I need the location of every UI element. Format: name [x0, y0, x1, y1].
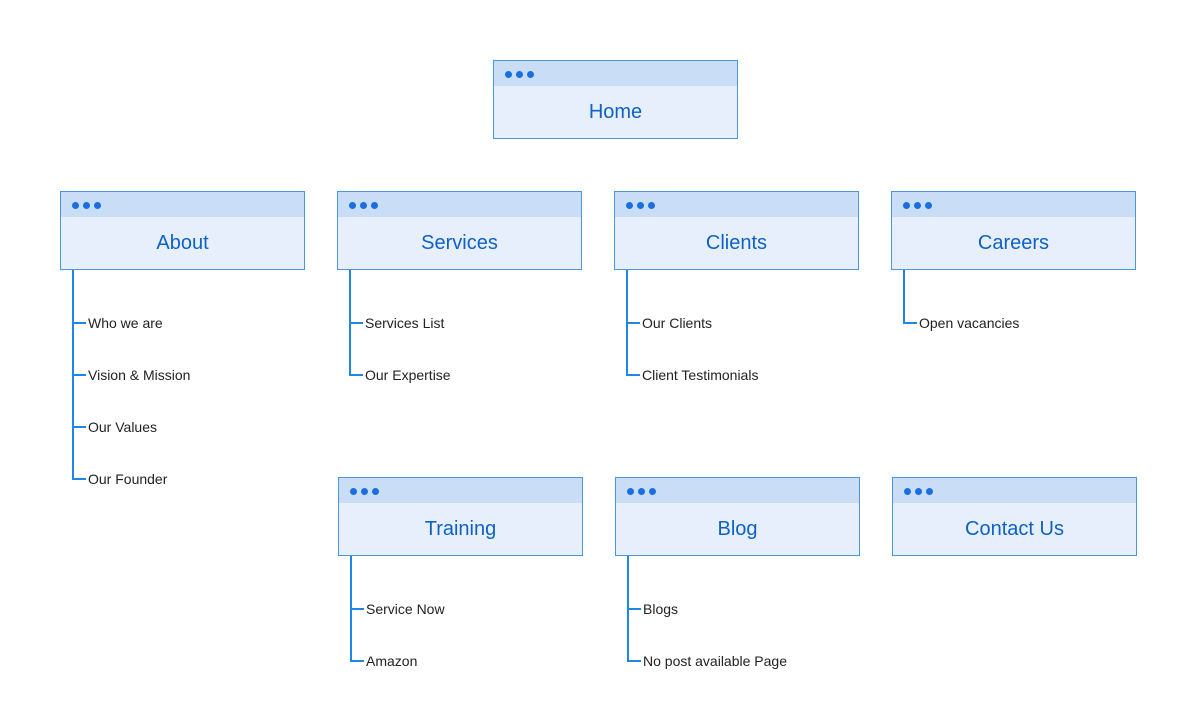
window-dot-icon [926, 488, 933, 495]
subpage-label: Open vacancies [919, 315, 1020, 331]
subpage-label: Client Testimonials [642, 367, 759, 383]
subpage-label: Who we are [88, 315, 163, 331]
window-dot-icon [627, 488, 634, 495]
window-bar [616, 478, 859, 503]
window-dot-icon [638, 488, 645, 495]
subpage-label: Vision & Mission [88, 367, 191, 383]
subpage-label: Our Expertise [365, 367, 451, 383]
window-dot-icon [94, 202, 101, 209]
window-dot-icon [349, 202, 356, 209]
page-title-services: Services [421, 232, 498, 254]
tree-connector-branch [627, 660, 641, 662]
window-dot-icon [904, 488, 911, 495]
subpage-label: Our Values [88, 419, 157, 435]
subpage-label: Service Now [366, 601, 445, 617]
window-dot-icon [361, 488, 368, 495]
window-dot-icon [371, 202, 378, 209]
page-card-careers: Careers [891, 191, 1136, 270]
window-bar [338, 192, 581, 217]
subpage-label: Our Founder [88, 471, 168, 487]
tree-connector-branch [72, 426, 86, 428]
page-title-about: About [156, 232, 209, 254]
page-card-home: Home [493, 60, 738, 139]
tree-connector-branch [626, 322, 640, 324]
page-title-training: Training [424, 518, 497, 540]
subpage-label: Amazon [366, 653, 418, 669]
window-dot-icon [915, 488, 922, 495]
window-dot-icon [626, 202, 633, 209]
subpage-label: No post available Page [643, 653, 787, 669]
page-card-blog: Blog [615, 477, 860, 556]
tree-connector-branch [903, 322, 917, 324]
window-dot-icon [350, 488, 357, 495]
page-card-clients: Clients [614, 191, 859, 270]
page-card-contact: Contact Us [892, 477, 1137, 556]
window-bar [494, 61, 737, 86]
tree-connector-branch [350, 660, 364, 662]
tree-connector-branch [72, 374, 86, 376]
window-dot-icon [903, 202, 910, 209]
window-bar [61, 192, 304, 217]
window-dot-icon [372, 488, 379, 495]
page-title-blog: Blog [717, 518, 758, 540]
page-title-contact: Contact Us [965, 518, 1064, 540]
tree-connector-branch [349, 322, 363, 324]
subpage-label: Services List [365, 315, 445, 331]
window-dot-icon [914, 202, 921, 209]
tree-connector-branch [349, 374, 363, 376]
tree-connector-branch [72, 322, 86, 324]
window-dot-icon [516, 71, 523, 78]
window-bar [892, 192, 1135, 217]
window-dot-icon [648, 202, 655, 209]
window-dot-icon [83, 202, 90, 209]
window-bar [615, 192, 858, 217]
page-card-about: About [60, 191, 305, 270]
tree-connector-branch [627, 608, 641, 610]
tree-connector-branch [350, 608, 364, 610]
window-dot-icon [505, 71, 512, 78]
window-dot-icon [925, 202, 932, 209]
subpage-label: Blogs [643, 601, 679, 617]
page-title-clients: Clients [705, 232, 768, 254]
window-bar [893, 478, 1136, 503]
window-bar [339, 478, 582, 503]
window-dot-icon [649, 488, 656, 495]
tree-connector-branch [626, 374, 640, 376]
window-dot-icon [527, 71, 534, 78]
window-dot-icon [360, 202, 367, 209]
page-title-home: Home [588, 101, 643, 123]
window-dot-icon [637, 202, 644, 209]
subpage-label: Our Clients [642, 315, 713, 331]
tree-connector-branch [72, 478, 86, 480]
page-card-services: Services [337, 191, 582, 270]
tree-connector-vertical [903, 270, 905, 324]
page-title-careers: Careers [977, 232, 1050, 254]
page-card-training: Training [338, 477, 583, 556]
window-dot-icon [72, 202, 79, 209]
